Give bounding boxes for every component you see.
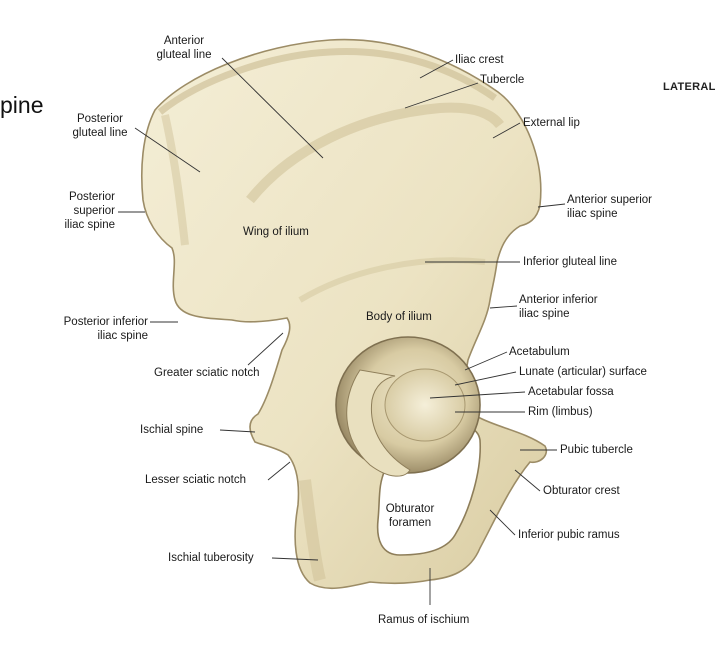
label-lunate-surface: Lunate (articular) surface (519, 366, 647, 378)
label-pubic-tubercle: Pubic tubercle (560, 444, 633, 456)
lunate-surface-shape (346, 369, 411, 477)
leader-ischial-tuberosity (271, 557, 319, 561)
label-anterior-gluteal-line: Anterior gluteal line (156, 35, 212, 61)
label-posterior-gluteal-line: Posterior gluteal line (72, 113, 128, 139)
leader-ischial-spine (219, 429, 256, 433)
leader-tubercle (404, 82, 479, 109)
leader-acetabulum (464, 351, 508, 371)
label-acetabular-fossa: Acetabular fossa (528, 386, 614, 398)
leader-posterior-gluteal-line (134, 127, 201, 173)
inferior-gluteal-ridge (298, 257, 486, 303)
label-ramus-of-ischium: Ramus of ischium (378, 614, 470, 626)
leader-greater-sciatic-notch (247, 332, 284, 366)
leader-lesser-sciatic-notch (267, 461, 291, 481)
acetabular-fossa-shape (384, 368, 466, 442)
leader-inferior-pubic-ramus (489, 509, 516, 536)
ischium-shading (299, 479, 326, 582)
leader-anterior-gluteal-line (221, 57, 324, 159)
leader-obturator-crest (514, 469, 541, 492)
label-tubercle: Tubercle (480, 74, 525, 86)
leader-external-lip (492, 122, 521, 139)
label-acetabulum: Acetabulum (509, 346, 570, 358)
label-greater-sciatic-notch: Greater sciatic notch (154, 367, 260, 379)
label-inferior-gluteal-line: Inferior gluteal line (523, 256, 617, 268)
label-obturator-foramen: Obturator foramen (385, 503, 435, 529)
label-anterior-superior-iliac-spine: Anterior superior iliac spine (567, 194, 653, 220)
label-posterior-inferior-iliac-spine: Posterior inferior iliac spine (63, 316, 148, 342)
leader-anterior-superior-iliac-spine (537, 203, 566, 208)
label-body-of-ilium: Body of ilium (366, 311, 432, 323)
label-rim-limbus: Rim (limbus) (528, 406, 593, 418)
label-iliac-crest: Iliac crest (455, 54, 504, 66)
leader-acetabular-fossa (429, 391, 526, 399)
cut-off-title: pine (0, 92, 44, 118)
leader-iliac-crest (419, 59, 454, 79)
label-inferior-pubic-ramus: Inferior pubic ramus (518, 529, 620, 541)
leader-lunate-surface (454, 371, 517, 386)
label-wing-of-ilium: Wing of ilium (243, 226, 309, 238)
label-ischial-tuberosity: Ischial tuberosity (168, 552, 254, 564)
label-ischial-spine: Ischial spine (140, 424, 204, 436)
label-obturator-crest: Obturator crest (543, 485, 620, 497)
anterior-gluteal-ridge (246, 102, 504, 204)
iliac-crest-edge (157, 48, 498, 115)
label-external-lip: External lip (523, 117, 580, 129)
label-lesser-sciatic-notch: Lesser sciatic notch (145, 474, 246, 486)
label-posterior-superior-iliac-spine: Posterior superior iliac spine (64, 191, 116, 231)
leader-anterior-inferior-iliac-spine (489, 305, 518, 309)
lateral-label: LATERAL (663, 81, 716, 93)
label-anterior-inferior-iliac-spine: Anterior inferior iliac spine (519, 294, 598, 320)
posterior-gluteal-ridge (161, 114, 189, 246)
